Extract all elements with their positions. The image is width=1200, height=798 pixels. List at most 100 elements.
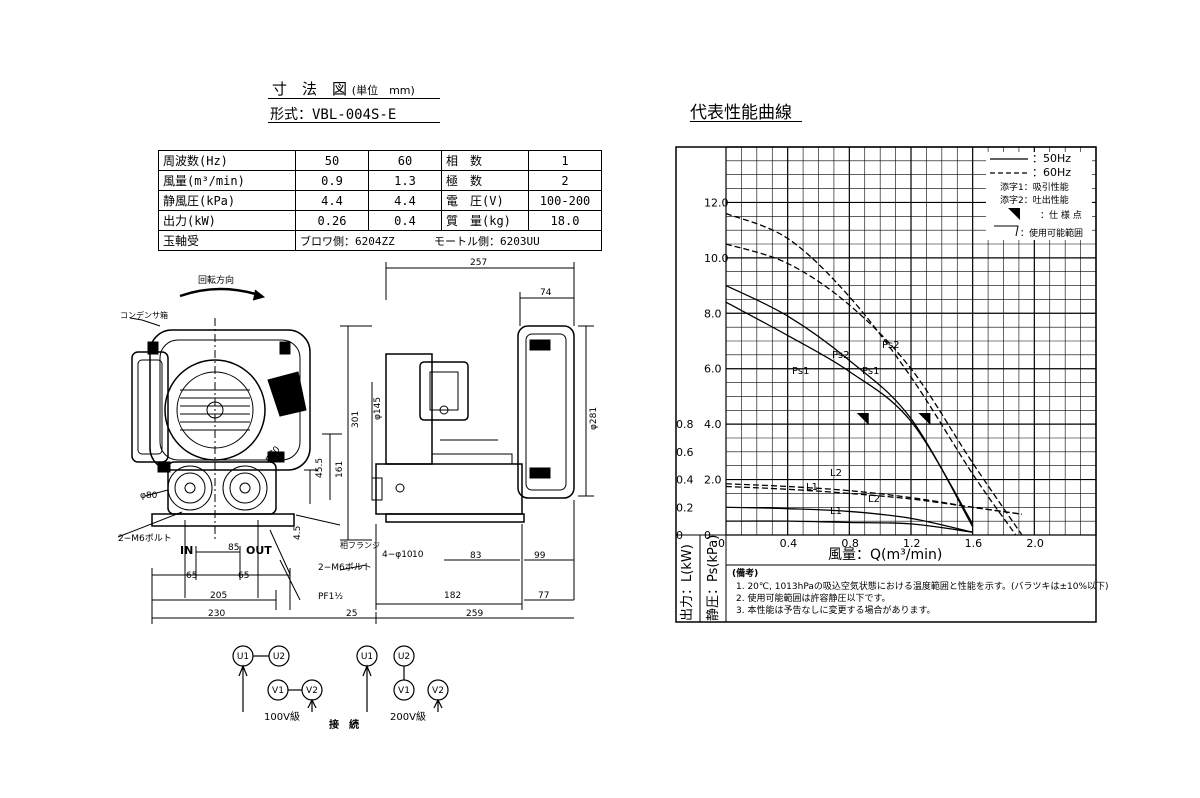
y-tick-label: 6.0 <box>704 363 722 376</box>
legend-usable-range: ：使用可能範囲 <box>1020 227 1083 239</box>
spec-label: 静風圧(kPa) <box>158 190 296 211</box>
out-label: OUT <box>246 544 272 557</box>
dim-85: 85 <box>228 543 239 553</box>
series-l2-60hz <box>725 483 1023 515</box>
dim-161: 161 <box>335 461 345 478</box>
notes-title: (備考) <box>732 567 758 579</box>
power-tick-label: 0.6 <box>676 446 694 459</box>
curve-label-l1-60: L1 <box>806 482 818 493</box>
dim-d80-a: φ80 <box>140 491 158 501</box>
performance-title-underline <box>690 121 802 122</box>
curve-label-l2-60: L2 <box>830 468 842 479</box>
terminal-u2: U2 <box>273 652 285 662</box>
chart-x-label: 風量：Q(m³/min) <box>828 547 942 563</box>
dim-257: 257 <box>470 258 487 268</box>
y-tick-label: 2.0 <box>704 474 722 487</box>
dim-65-a: 65 <box>186 571 197 581</box>
legend-suffix-1: 添字1：吸引性能 <box>1000 181 1069 193</box>
legend-60hz: ：60Hz <box>1032 166 1071 179</box>
label-200v: 200V級 <box>390 710 426 723</box>
spec-point-marker <box>918 413 931 426</box>
table-row: 玉軸受 ブロワ側：6204ZZ モートル側：6203UU <box>158 230 602 251</box>
terminal-v1: V1 <box>272 686 284 696</box>
x-tick-label: 0.8 <box>841 537 859 550</box>
x-tick-label: 2.0 <box>1026 537 1044 550</box>
dim-259: 259 <box>466 609 483 619</box>
y-tick-label: 8.0 <box>704 307 722 320</box>
terminal-v2-200v: V2 <box>432 686 444 696</box>
model-title-underline <box>268 122 440 123</box>
bearing-motor: モートル側：6203UU <box>434 234 540 248</box>
series-ps2-50hz <box>725 284 974 528</box>
power-tick-label: 0.8 <box>676 418 694 431</box>
dim-205: 205 <box>210 591 227 601</box>
terminal-v1-200v: V1 <box>398 686 410 696</box>
flange-label: 相フランジ <box>340 540 380 550</box>
series-l2-50hz <box>725 506 973 533</box>
spec-table: 周波数(Hz) 50 60 相 数 1 風量(m³/min) 0.9 1.3 極… <box>158 150 602 251</box>
y-tick-label: 4.0 <box>704 418 722 431</box>
rotation-label: 回転方向 <box>198 274 234 286</box>
curve-label-l2-50: L2 <box>868 494 880 505</box>
x-tick-label: 1.2 <box>903 537 921 550</box>
spec-point-marker <box>856 413 869 426</box>
bearing-values: ブロワ側：6204ZZ モートル側：6203UU <box>295 230 602 251</box>
spec-label-2: 電 圧(V) <box>441 190 529 211</box>
x-tick-label: 0 <box>718 537 725 550</box>
power-tick-label: 0.2 <box>676 501 694 514</box>
bolt-label-2: 2−M6ボルト <box>318 562 372 573</box>
dim-74: 74 <box>540 288 552 298</box>
curve-label-l1-50: L1 <box>830 506 842 517</box>
dim-10: 10 <box>412 550 424 560</box>
dim-4-5: 4.5 <box>293 526 303 540</box>
in-label: IN <box>180 544 193 557</box>
spec-label: 出力(kW) <box>158 210 296 231</box>
curve-label-ps2-50: Ps2 <box>832 350 849 361</box>
spec-value-50hz: 0.9 <box>295 170 369 191</box>
dimension-title: 寸 法 図 (単位 mm) <box>272 78 415 99</box>
dim-65-b: 65 <box>238 571 249 581</box>
table-row: 静風圧(kPa) 4.4 4.4 電 圧(V) 100-200 <box>158 190 602 211</box>
pf-label: PF1½ <box>318 592 343 602</box>
note-3: 3. 本性能は予告なしに変更する場合があります。 <box>736 604 936 616</box>
label-100v: 100V級 <box>264 710 300 723</box>
y-tick-label: 12.0 <box>704 196 729 209</box>
table-row: 周波数(Hz) 50 60 相 数 1 <box>158 150 602 171</box>
model-title: 形式：VBL-004S-E <box>270 107 397 123</box>
chart-frame <box>675 146 1097 623</box>
series-ps1-60hz <box>725 243 1023 536</box>
bearing-blower: ブロワ側：6204ZZ <box>300 234 395 248</box>
bearing-label: 玉軸受 <box>158 230 296 251</box>
spec-value-60hz: 0.4 <box>368 210 442 231</box>
spec-value-2: 18.0 <box>528 210 602 231</box>
y-tick-label: 10.0 <box>704 252 729 265</box>
dim-77: 77 <box>538 591 549 601</box>
condenser-label: コンデンサ箱 <box>120 310 168 320</box>
dim-25: 25 <box>346 609 357 619</box>
dim-182: 182 <box>444 591 461 601</box>
legend-50hz: ：50Hz <box>1032 152 1071 165</box>
chart-y-label-pressure: 静圧：Ps(kPa) <box>706 535 721 621</box>
legend-suffix-2: 添字2：吐出性能 <box>1000 194 1069 206</box>
x-tick-label: 1.6 <box>965 537 983 550</box>
dim-d281: φ281 <box>589 407 599 430</box>
note-1: 1. 20℃, 1013hPaの吸込空気状態における温度範囲と性能を示す。(バラ… <box>736 580 1109 592</box>
wiring-diagram: U1 U2 V1 V2 U1 U2 V1 V2 100V級 200V級 接 続 <box>232 645 449 731</box>
dimension-title-unit: (単位 mm) <box>351 84 415 97</box>
bolt-label-1: 2−M6ボルト <box>118 533 172 544</box>
spec-value-50hz: 4.4 <box>295 190 369 211</box>
series-l1-50hz <box>725 520 973 533</box>
dimension-title-main: 寸 法 図 <box>272 80 348 98</box>
dim-230: 230 <box>208 609 225 619</box>
dim-83: 83 <box>470 551 481 561</box>
terminal-u1: U1 <box>237 652 249 662</box>
performance-title: 代表性能曲線 <box>690 103 792 123</box>
curve-label-ps1-50: Ps1 <box>792 366 809 377</box>
terminal-u2-200v: U2 <box>398 652 410 662</box>
chart-legend: ：50Hz ：60Hz 添字1：吸引性能 添字2：吐出性能 ：仕 様 点 ：使用… <box>986 152 1092 240</box>
spec-value-50hz: 0.26 <box>295 210 369 231</box>
curve-label-ps1-60: Ps1 <box>862 366 879 377</box>
drawing-lines <box>117 262 594 624</box>
